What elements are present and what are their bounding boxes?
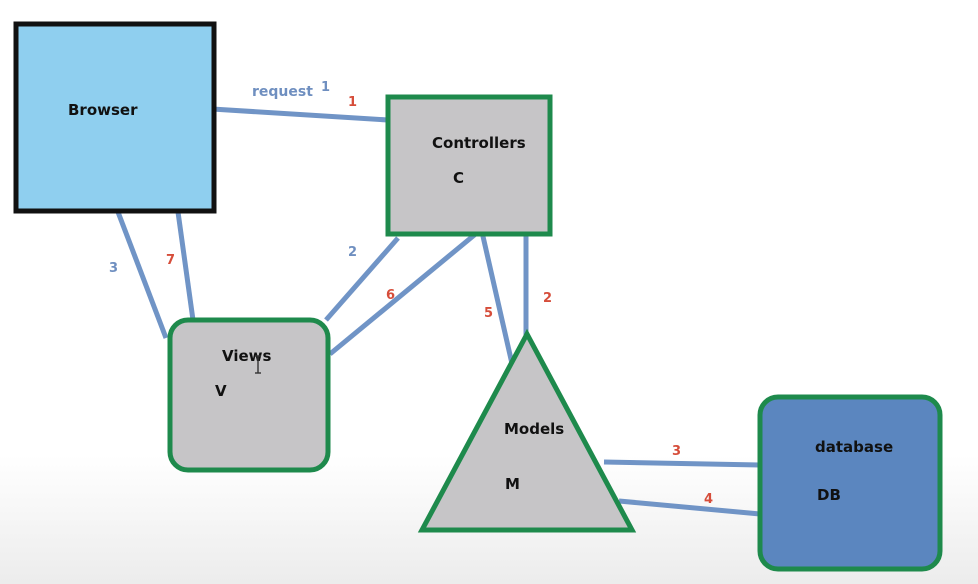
edge-controllers-views-2: [324, 236, 400, 322]
controllers-views-step-blue: 2: [348, 245, 357, 260]
models-database-step-4: 4: [704, 492, 713, 507]
browser-box: [13, 21, 217, 214]
models-label: Models: [504, 420, 564, 438]
edge-models-database-3: [603, 459, 761, 468]
views-letter: V: [215, 382, 227, 400]
request-label: request: [252, 84, 313, 100]
connectors: [115, 106, 761, 517]
edge-browser-views-3: [115, 211, 169, 339]
browser-label: Browser: [68, 101, 138, 119]
views-box: [167, 317, 331, 473]
models-database-step-3: 3: [672, 444, 681, 459]
controllers-label: Controllers: [432, 134, 526, 152]
edge-models-database-4: [618, 498, 761, 517]
database-letter: DB: [817, 486, 841, 504]
request-step-blue: 1: [321, 80, 330, 95]
edge-browser-views-7: [175, 211, 196, 321]
controllers-views-step-red: 6: [386, 288, 395, 303]
views-label: Views: [222, 347, 272, 365]
models-triangle: [417, 328, 637, 533]
edge-browser-controllers: [211, 106, 389, 123]
controllers-models-step-5: 5: [484, 306, 493, 321]
controllers-models-step-2: 2: [543, 291, 552, 306]
edge-controllers-views-6: [328, 230, 480, 356]
browser-views-step-blue: 3: [109, 261, 118, 276]
browser-views-step-red: 7: [166, 253, 175, 268]
text-cursor-icon: [255, 355, 261, 374]
edge-controllers-models-5: [479, 231, 516, 369]
database-box: [757, 394, 943, 572]
controllers-box: [385, 94, 553, 237]
models-letter: M: [505, 475, 520, 493]
request-step-red: 1: [348, 95, 357, 110]
database-label: database: [815, 438, 893, 456]
controllers-letter: C: [453, 169, 464, 187]
